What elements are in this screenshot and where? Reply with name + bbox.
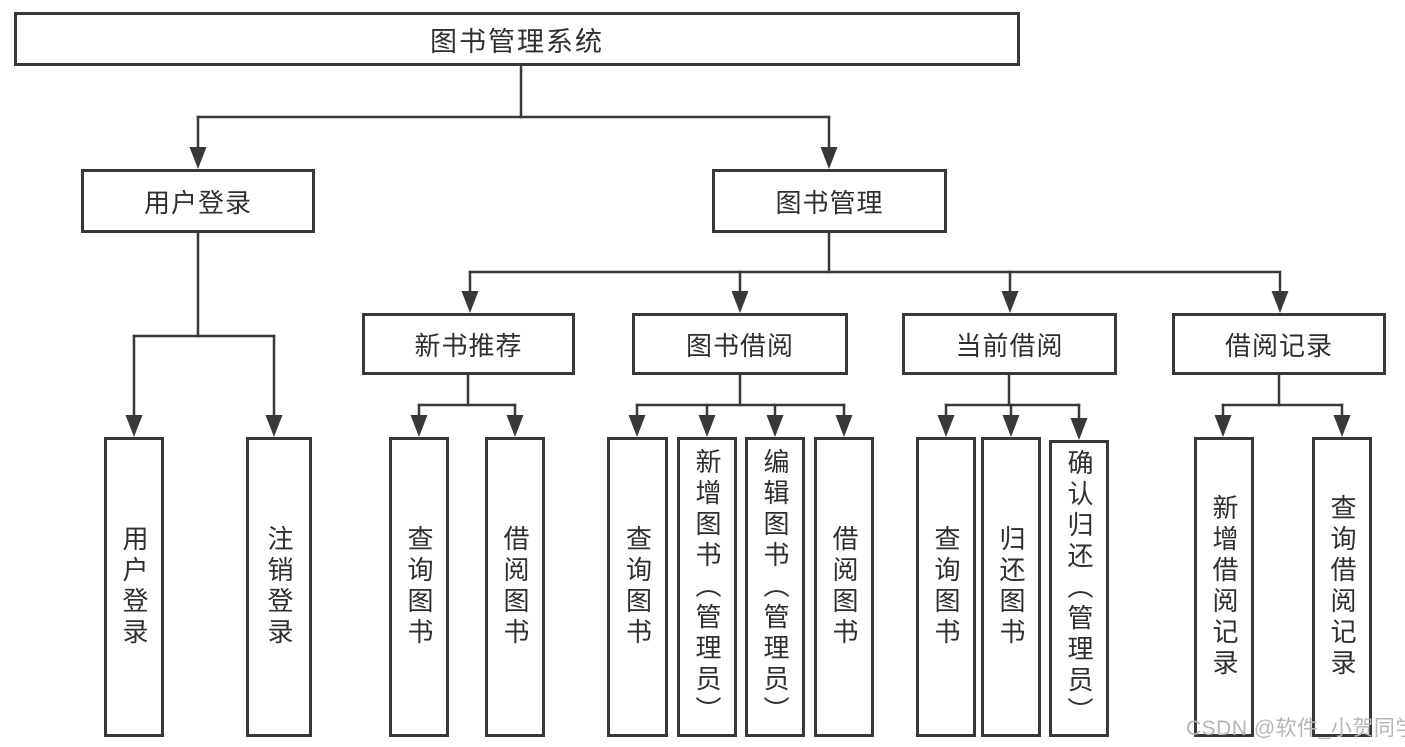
leaf-query-books-2-label: 查询图书 <box>622 525 653 649</box>
leaf-confirm-return-admin-label: 确认归还（管理员） <box>1064 449 1094 728</box>
leaf-add-borrow-record-label: 新增借阅记录 <box>1209 494 1239 680</box>
node-book-borrow-label: 图书借阅 <box>685 330 794 361</box>
node-book-borrow: 图书借阅 <box>632 313 848 375</box>
leaf-query-borrow-record: 查询借阅记录 <box>1312 437 1372 737</box>
leaf-query-books-2: 查询图书 <box>607 437 668 737</box>
leaf-add-books-admin-label: 新增图书（管理员） <box>692 447 722 727</box>
leaf-confirm-return-admin: 确认归还（管理员） <box>1049 440 1109 737</box>
node-borrow-records: 借阅记录 <box>1172 313 1386 375</box>
leaf-query-books-1-label: 查询图书 <box>404 525 434 649</box>
leaf-logout-label: 注销登录 <box>264 525 294 649</box>
arrowhead-icons <box>125 147 1351 440</box>
leaf-query-books-3-label: 查询图书 <box>931 525 961 649</box>
node-library-system: 图书管理系统 <box>14 12 1020 66</box>
leaf-borrow-books-1-label: 借阅图书 <box>500 525 530 649</box>
node-new-book-recommend: 新书推荐 <box>362 313 575 375</box>
leaf-query-borrow-record-label: 查询借阅记录 <box>1327 494 1357 680</box>
leaf-add-borrow-record: 新增借阅记录 <box>1194 437 1254 737</box>
node-library-system-label: 图书管理系统 <box>430 26 604 57</box>
leaf-query-books-3: 查询图书 <box>916 437 976 737</box>
node-book-management: 图书管理 <box>712 169 947 233</box>
leaf-edit-books-admin-label: 编辑图书（管理员） <box>760 447 790 727</box>
leaf-query-books-1: 查询图书 <box>389 437 449 737</box>
node-new-book-recommend-label: 新书推荐 <box>414 330 523 361</box>
leaf-logout: 注销登录 <box>246 437 312 737</box>
leaf-borrow-books-1: 借阅图书 <box>485 437 545 737</box>
leaf-return-books: 归还图书 <box>981 437 1041 737</box>
leaf-add-books-admin: 新增图书（管理员） <box>677 437 737 737</box>
node-user-login-label: 用户登录 <box>143 187 252 218</box>
node-user-login: 用户登录 <box>81 169 315 233</box>
leaf-borrow-books-2: 借阅图书 <box>814 437 874 737</box>
leaf-borrow-books-2-label: 借阅图书 <box>829 525 859 649</box>
leaf-user-login: 用户登录 <box>104 437 164 737</box>
leaf-return-books-label: 归还图书 <box>996 525 1026 649</box>
node-current-borrow: 当前借阅 <box>902 313 1117 375</box>
node-current-borrow-label: 当前借阅 <box>955 330 1064 361</box>
csdn-watermark: CSDN @软件_小贺同学 <box>1186 717 1405 740</box>
node-book-management-label: 图书管理 <box>775 187 884 218</box>
leaf-user-login-label: 用户登录 <box>119 525 149 649</box>
node-borrow-records-label: 借阅记录 <box>1224 330 1333 361</box>
leaf-edit-books-admin: 编辑图书（管理员） <box>745 437 805 737</box>
